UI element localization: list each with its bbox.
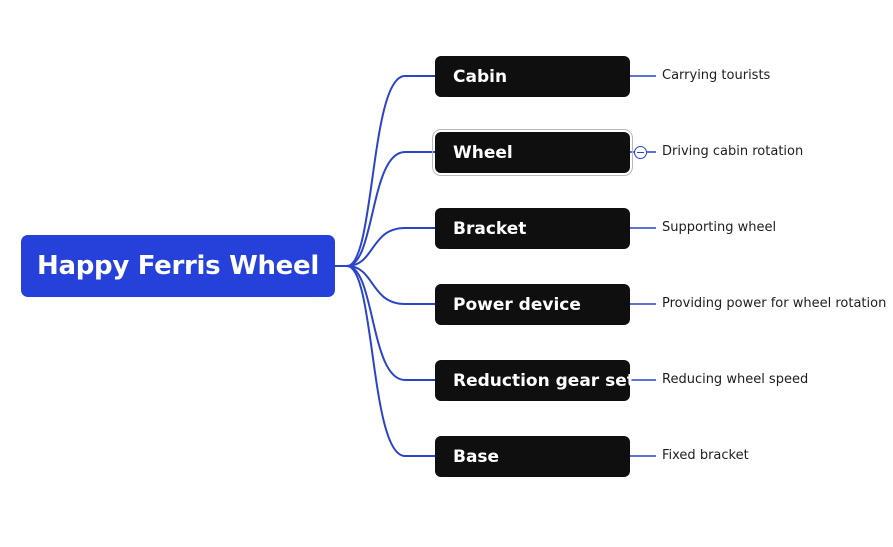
subtopic-label: Driving cabin rotation <box>662 144 804 159</box>
subtopic-carrying-tourists[interactable]: Carrying tourists <box>662 66 770 86</box>
branch-connector <box>335 227 435 267</box>
root-topic-label: Happy Ferris Wheel <box>37 251 319 281</box>
branch-topic-label: Power device <box>453 294 581 315</box>
branch-topic-reduction-gear-set[interactable]: Reduction gear set <box>435 360 635 401</box>
branch-topic-label: Reduction gear set <box>453 370 635 391</box>
subtopic-label: Reducing wheel speed <box>662 372 809 387</box>
collapse-toggle-icon[interactable] <box>634 145 647 159</box>
subtopic-label: Fixed bracket <box>662 448 749 463</box>
subtopic-label: Supporting wheel <box>662 220 777 235</box>
branch-topic-label: Base <box>453 446 500 467</box>
branch-connector <box>335 265 435 457</box>
branch-connector <box>335 265 435 305</box>
branch-topic-label: Wheel <box>453 142 513 163</box>
subtopic-reducing-wheel-speed[interactable]: Reducing wheel speed <box>662 370 808 390</box>
subtopic-fixed-bracket[interactable]: Fixed bracket <box>662 446 749 466</box>
branch-topic-wheel[interactable]: Wheel <box>432 129 633 176</box>
subtopic-providing-power[interactable]: Providing power for wheel rotation <box>662 294 886 314</box>
branch-connector <box>335 265 435 381</box>
subtopic-supporting-wheel[interactable]: Supporting wheel <box>662 218 776 238</box>
branch-topic-power-device[interactable]: Power device <box>435 284 630 325</box>
branch-topic-bracket[interactable]: Bracket <box>435 208 630 249</box>
branch-topic-label: Bracket <box>453 218 527 239</box>
subtopic-driving-cabin-rotation[interactable]: Driving cabin rotation <box>662 142 803 162</box>
branch-topic-base[interactable]: Base <box>435 436 630 477</box>
root-topic[interactable]: Happy Ferris Wheel <box>21 235 335 297</box>
branch-connector <box>335 75 435 267</box>
branch-topic-label: Cabin <box>453 66 508 87</box>
branch-connector <box>335 151 435 267</box>
branch-topic-cabin[interactable]: Cabin <box>435 56 630 97</box>
subtopic-label: Carrying tourists <box>662 68 771 83</box>
subtopic-label: Providing power for wheel rotation <box>662 296 887 311</box>
